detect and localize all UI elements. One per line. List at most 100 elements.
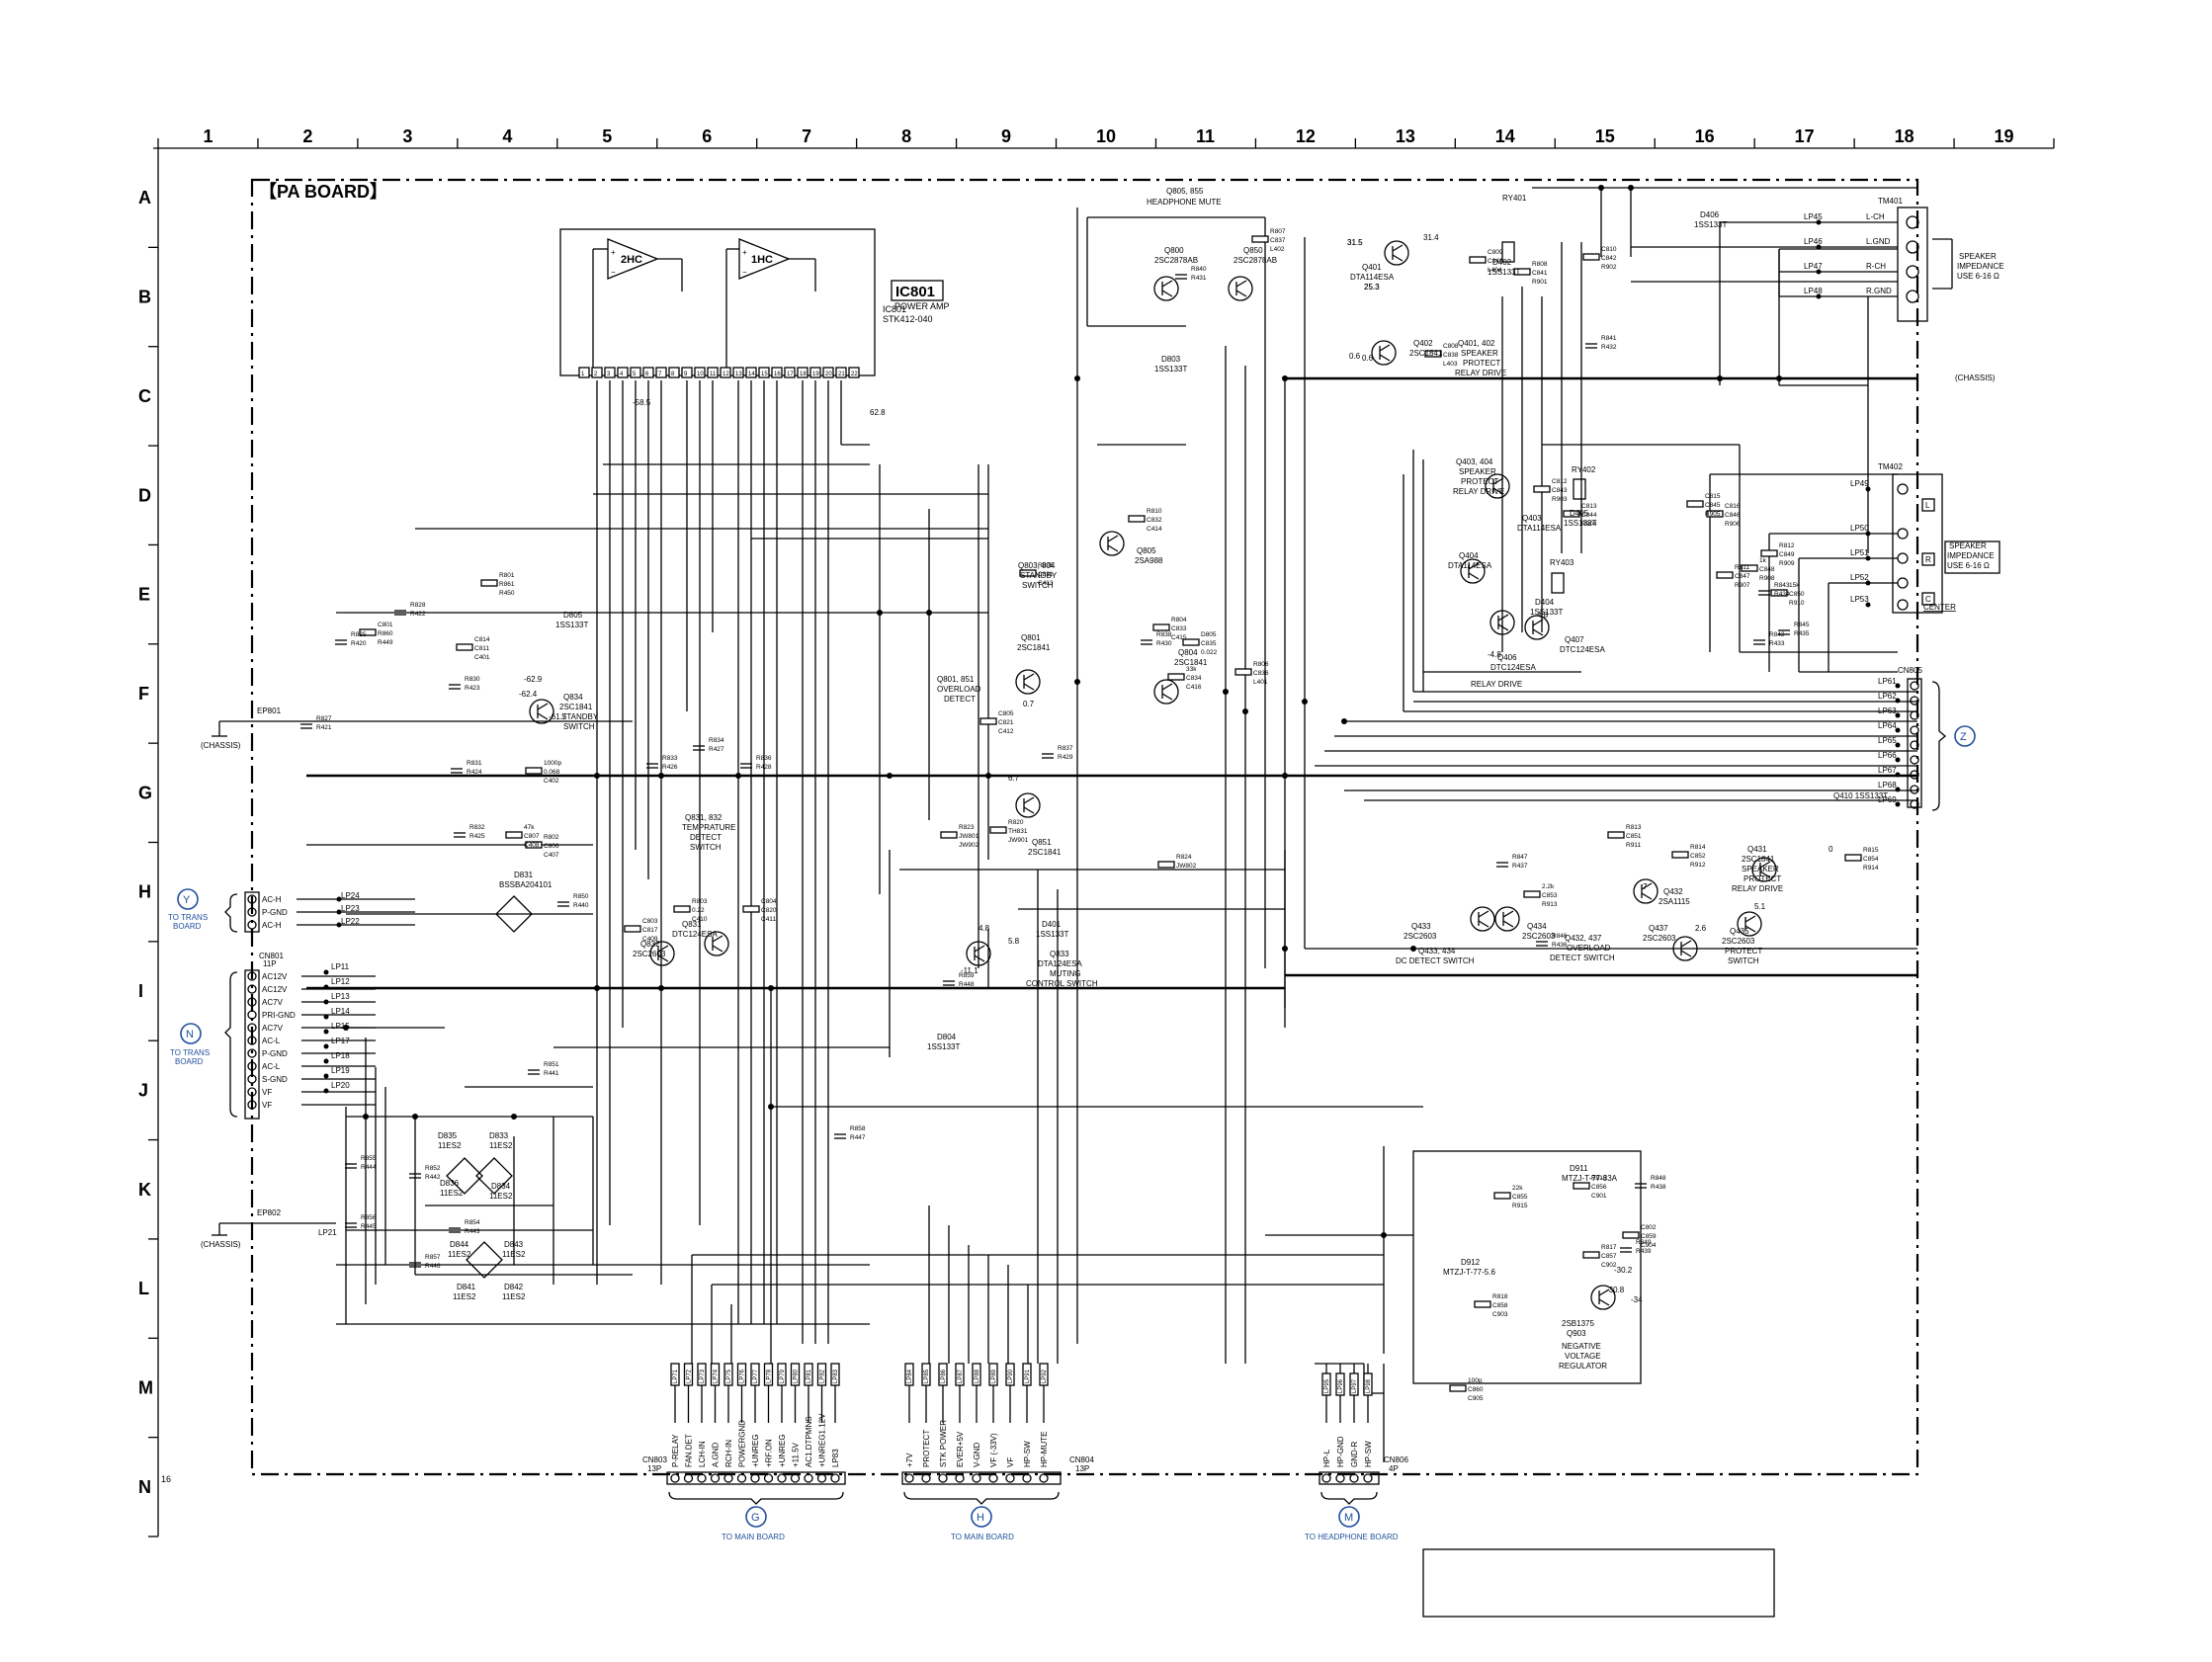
cn805-lp: LP63 bbox=[1878, 706, 1897, 715]
chassis-right: (CHASSIS) bbox=[1955, 374, 1996, 382]
d842-part: 11ES2 bbox=[502, 1292, 526, 1301]
cn804-cols-lp: LP89 bbox=[991, 1369, 997, 1383]
component-label: R814 bbox=[1690, 844, 1706, 851]
component-label: R848 bbox=[1651, 1175, 1666, 1182]
component-label: R427 bbox=[709, 746, 724, 753]
component-label: R859 bbox=[959, 972, 975, 979]
component-label: R906 bbox=[1725, 521, 1741, 528]
q437-ref: Q437 bbox=[1649, 924, 1668, 933]
ic801-pin-21 bbox=[835, 367, 847, 378]
tm402-terminal bbox=[1897, 577, 1909, 589]
component-label: C853 bbox=[1542, 892, 1558, 899]
voltage-value: -11.1 bbox=[961, 966, 978, 975]
voltage-value: -62.9 bbox=[524, 675, 543, 684]
q431-part: 2SC1841 bbox=[1742, 855, 1775, 864]
cn803-cols-pin-label: P-RELAY bbox=[671, 1434, 680, 1467]
voltage-value: -61.7 bbox=[549, 712, 567, 721]
cn803-cols-pin-label: +UNREG bbox=[778, 1434, 787, 1467]
voltage-value: 2.6 bbox=[1695, 924, 1707, 933]
component-label: C838 bbox=[1443, 352, 1459, 359]
cn803-cols-pin bbox=[736, 1473, 747, 1483]
tm402-terminal bbox=[1897, 599, 1909, 611]
component-label: C812 bbox=[1552, 478, 1568, 485]
ry401: RY401 bbox=[1502, 194, 1527, 203]
component-label: R827 bbox=[316, 715, 332, 722]
ic801-pin-15 bbox=[758, 367, 770, 378]
component-label: R824 bbox=[1176, 854, 1192, 861]
q850-part: 2SC2878AB bbox=[1234, 256, 1277, 265]
component-label: TH831 bbox=[1008, 828, 1028, 835]
component-label: C849 bbox=[1779, 551, 1795, 558]
component-label: C858 bbox=[1492, 1302, 1508, 1309]
component-label: R915 bbox=[1512, 1203, 1528, 1209]
n-pin bbox=[247, 984, 257, 994]
q432-part: 2SA1115 bbox=[1659, 897, 1690, 906]
component-label: C410 bbox=[692, 916, 708, 923]
voltage-value: 5.1 bbox=[1754, 902, 1766, 911]
relays bbox=[1501, 241, 1586, 594]
n-pin bbox=[247, 1010, 257, 1020]
q903-ref: Q903 bbox=[1567, 1329, 1586, 1338]
q800-ref: Q800 bbox=[1164, 246, 1184, 255]
grid-col-14: 14 bbox=[1495, 126, 1515, 146]
q833-ref: Q833 bbox=[1050, 950, 1069, 958]
component-label: C412 bbox=[998, 728, 1014, 735]
cn806-cols-pin bbox=[1363, 1473, 1373, 1483]
marker-n-to1: TO TRANS bbox=[170, 1048, 210, 1057]
component-label: C814 bbox=[474, 636, 490, 643]
component-label: C831 bbox=[1038, 571, 1054, 578]
ic801-pin-19 bbox=[809, 367, 821, 378]
marker-z bbox=[1954, 725, 1976, 747]
component-label: C859 bbox=[1641, 1233, 1657, 1240]
component-label: C416 bbox=[1186, 684, 1202, 691]
component-label: 1k bbox=[1759, 557, 1767, 564]
grid-row-B: B bbox=[138, 288, 151, 307]
component-label: 0.068 bbox=[544, 769, 560, 776]
grid-col-11: 11 bbox=[1196, 126, 1215, 146]
board-title: 【PA BOARD】 bbox=[259, 182, 387, 202]
component-label: C843 bbox=[1552, 487, 1568, 494]
d404-part: 1SS133T bbox=[1530, 608, 1563, 617]
part-labels: Q805, 855 HEADPHONE MUTE Q800 2SC2878AB … bbox=[438, 187, 1783, 1371]
cn805-ref: CN805 bbox=[1898, 666, 1922, 675]
tm402-ref: TM402 bbox=[1878, 462, 1903, 471]
component-label: R823 bbox=[959, 824, 975, 831]
component-label: R805 bbox=[1038, 562, 1054, 569]
tm401-lp: LP48 bbox=[1804, 287, 1823, 295]
component-label: R816 bbox=[1591, 1175, 1607, 1182]
tm401-label: L.GND bbox=[1866, 237, 1891, 246]
component-label: 22k bbox=[1512, 1185, 1523, 1192]
ic801-pin-num: 8 bbox=[671, 372, 675, 377]
component-label: C809 bbox=[1488, 249, 1503, 256]
n-pin-label: AC-L bbox=[262, 1037, 281, 1045]
ic801-pin-4 bbox=[617, 367, 629, 378]
component-label: C840 bbox=[1488, 258, 1503, 265]
tm401-imp1: SPEAKER bbox=[1959, 252, 1997, 261]
ic801-pin-num: 9 bbox=[684, 372, 688, 377]
cn806-cols-lp: LP95 bbox=[1324, 1378, 1330, 1393]
voltage-value: 0.7 bbox=[1023, 700, 1035, 708]
component-label: R832 bbox=[469, 824, 485, 831]
q831-832-f1: TEMPRATURE bbox=[682, 823, 736, 832]
component-label: C846 bbox=[1725, 512, 1741, 519]
component-label: C401 bbox=[474, 654, 490, 661]
ic801-pin-num: 4 bbox=[620, 372, 624, 377]
chassis-2: (CHASSIS) bbox=[201, 1240, 241, 1249]
component-label: C820 bbox=[761, 907, 777, 914]
voltage-value: 0 bbox=[1829, 845, 1833, 854]
q433-ref: Q433 bbox=[1411, 922, 1431, 931]
grid-row-L: L bbox=[138, 1279, 149, 1298]
component-label: R439 bbox=[1636, 1248, 1652, 1255]
component-label: R435 bbox=[1794, 630, 1810, 637]
component-label: C854 bbox=[1863, 856, 1879, 863]
component-label: R912 bbox=[1690, 862, 1706, 869]
ic801-pin-num: 16 bbox=[774, 372, 781, 377]
n-pin-label: AC-L bbox=[262, 1062, 281, 1071]
component-label: R431 bbox=[1191, 275, 1207, 282]
tm402-imp1: SPEAKER bbox=[1949, 541, 1987, 550]
